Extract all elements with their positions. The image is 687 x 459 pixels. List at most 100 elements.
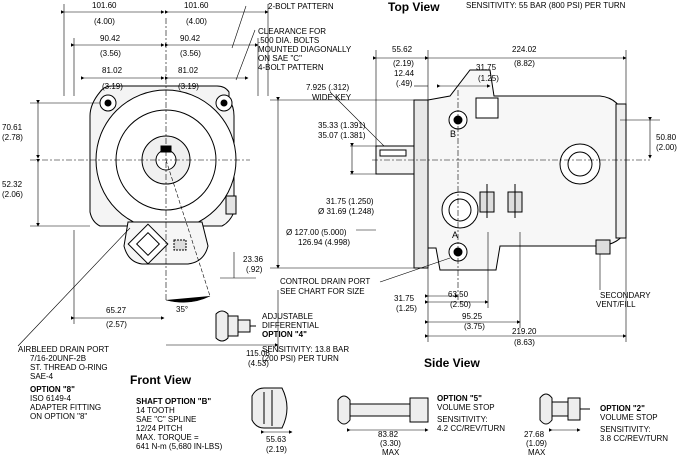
dim-90-42-right-in: (3.56) [180, 49, 201, 58]
dim-90-42-left-in: (3.56) [100, 49, 121, 58]
key-line-2: WIDE KEY [312, 93, 352, 102]
dim-52-32: 52.32 [2, 180, 23, 189]
dim-31-75-top: 31.75 [476, 63, 497, 72]
clearance-note-4: ON SAE "C" [258, 54, 302, 63]
front-dim-lines [17, 4, 279, 352]
shaft-dia-1: 31.75 (1.250) [326, 197, 374, 206]
option8-line-3: ON OPTION "8" [30, 412, 87, 421]
option4-sens-2: (200 PSI) PER TURN [262, 354, 339, 363]
pilot-dia-1: Ø 127.00 (5.000) [286, 228, 347, 237]
port-b-label: B [450, 129, 456, 139]
option4-title: OPTION "4" [262, 330, 307, 339]
option-b-line-2: SAE "C" SPLINE [136, 415, 196, 424]
sensitivity-55-note: SENSITIVITY: 55 BAR (800 PSI) PER TURN [466, 1, 626, 10]
dim-81-02-right-in: (3.19) [178, 82, 199, 91]
pilot-dia-2: 126.94 (4.998) [298, 238, 350, 247]
airbleed-line-2: 7/16-20UNF-2B [30, 354, 86, 363]
option8-line-2: ADAPTER FITTING [30, 403, 101, 412]
option2-drawing [539, 393, 590, 425]
option8-title: OPTION "8" [30, 385, 75, 394]
dim-23-36-in: (.92) [246, 265, 263, 274]
dim-23-36: 23.36 [243, 255, 264, 264]
dim-101-60-left-in: (4.00) [94, 17, 115, 26]
dim-90-42-right: 90.42 [180, 34, 201, 43]
clearance-note-5: 4-BOLT PATTERN [258, 63, 324, 72]
dim-50-80: 50.80 [656, 133, 677, 142]
option5-dim-mm: 83.82 [378, 430, 399, 439]
option4-sens-1: SENSITIVITY: 13.8 BAR [262, 345, 349, 354]
dim-55-62-in: (2.19) [393, 59, 414, 68]
dim-65-27: 65.27 [106, 306, 127, 315]
port-a-label: A [452, 230, 458, 240]
option2-dim-mm: 27.68 [524, 430, 545, 439]
dim-70-61: 70.61 [2, 123, 23, 132]
option2-title: OPTION "2" [600, 404, 645, 413]
option4-line-2: DIFFERENTIAL [262, 321, 319, 330]
two-bolt-note: 2-BOLT PATTERN [268, 2, 334, 11]
dim-52-32-in: (2.06) [2, 190, 23, 199]
option5-dim-max: MAX [382, 448, 400, 457]
dim-31-75-top-in: (1.25) [478, 74, 499, 83]
dim-70-61-in: (2.78) [2, 133, 23, 142]
option2-line-3: 3.8 CC/REV/TURN [600, 434, 668, 443]
dim-115-06: 115.06 [246, 349, 270, 358]
option-b-dim-mm: 55.63 [266, 435, 287, 444]
dim-12-44: 12.44 [394, 69, 415, 78]
side-view-pump [375, 69, 627, 271]
shaft-dia-2: Ø 31.69 (1.248) [318, 207, 374, 216]
shaft-option-b-drawing [251, 387, 288, 429]
dim-224-02: 224.02 [512, 45, 537, 54]
dim-101-60-right-in: (4.00) [186, 17, 207, 26]
option-b-title: SHAFT OPTION "B" [136, 397, 211, 406]
dim-95-25-in: (3.75) [464, 322, 485, 331]
option5-line-1: VOLUME STOP [437, 403, 495, 412]
option4-line-1: ADJUSTABLE [262, 312, 313, 321]
side-centerlines [372, 90, 650, 300]
option5-line-2: SENSITIVITY: [437, 415, 488, 424]
option4-fitting [215, 310, 256, 342]
side-view-heading: Side View [424, 356, 480, 370]
dim-101-60-left: 101.60 [92, 1, 117, 10]
secondary-vent-1: SECONDARY [600, 291, 651, 300]
option-b-line-3: 12/24 PITCH [136, 424, 182, 433]
option-b-line-1: 14 TOOTH [136, 406, 175, 415]
shaft-key-1: 35.33 (1.391) [318, 121, 366, 130]
airbleed-line-3: ST. THREAD O-RING [30, 363, 108, 372]
dim-219-20-in: (8.63) [514, 338, 535, 347]
front-view-heading: Front View [130, 373, 192, 387]
dim-101-60-right: 101.60 [184, 1, 209, 10]
dim-31-75-bot: 31.75 [394, 294, 415, 303]
dim-219-20: 219.20 [512, 327, 537, 336]
dim-31-75-bot-in: (1.25) [396, 304, 417, 313]
dim-63-50: 63.50 [448, 290, 469, 299]
clearance-note-1: CLEARANCE FOR [258, 27, 326, 36]
front-view-pump [89, 85, 237, 265]
dim-95-25: 95.25 [462, 312, 483, 321]
option2-dim-in: (1.09) [526, 439, 547, 448]
option-b-line-4: MAX. TORQUE = [136, 433, 199, 442]
option2-line-2: SENSITIVITY: [600, 425, 651, 434]
front-centerlines [30, 18, 250, 300]
dim-81-02-left-in: (3.19) [102, 82, 123, 91]
option2-dim-max: MAX [528, 448, 546, 457]
option5-line-3: 4.2 CC/REV/TURN [437, 424, 505, 433]
shaft-key-2: 35.07 (1.381) [318, 131, 366, 140]
dim-115-06-in: (4.53) [248, 359, 269, 368]
dim-81-02-left: 81.02 [102, 66, 123, 75]
option2-line-1: VOLUME STOP [600, 413, 658, 422]
option-b-dim-in: (2.19) [266, 445, 287, 454]
dim-90-42-left: 90.42 [100, 34, 121, 43]
side-dim-lines [270, 50, 660, 342]
option-b-line-5: 641 N-m (5,680 IN-LBS) [136, 442, 223, 451]
top-view-heading: Top View [388, 0, 440, 14]
angle-35: 35° [176, 305, 188, 314]
clearance-note-3: MOUNTED DIAGONALLY [258, 45, 352, 54]
dim-12-44-in: (.49) [396, 79, 413, 88]
key-line-1: 7.925 (.312) [306, 83, 349, 92]
control-drain-1: CONTROL DRAIN PORT [280, 277, 370, 286]
airbleed-line-4: SAE-4 [30, 372, 54, 381]
option5-drawing [337, 395, 429, 425]
airbleed-line-1: AIRBLEED DRAIN PORT [18, 345, 109, 354]
